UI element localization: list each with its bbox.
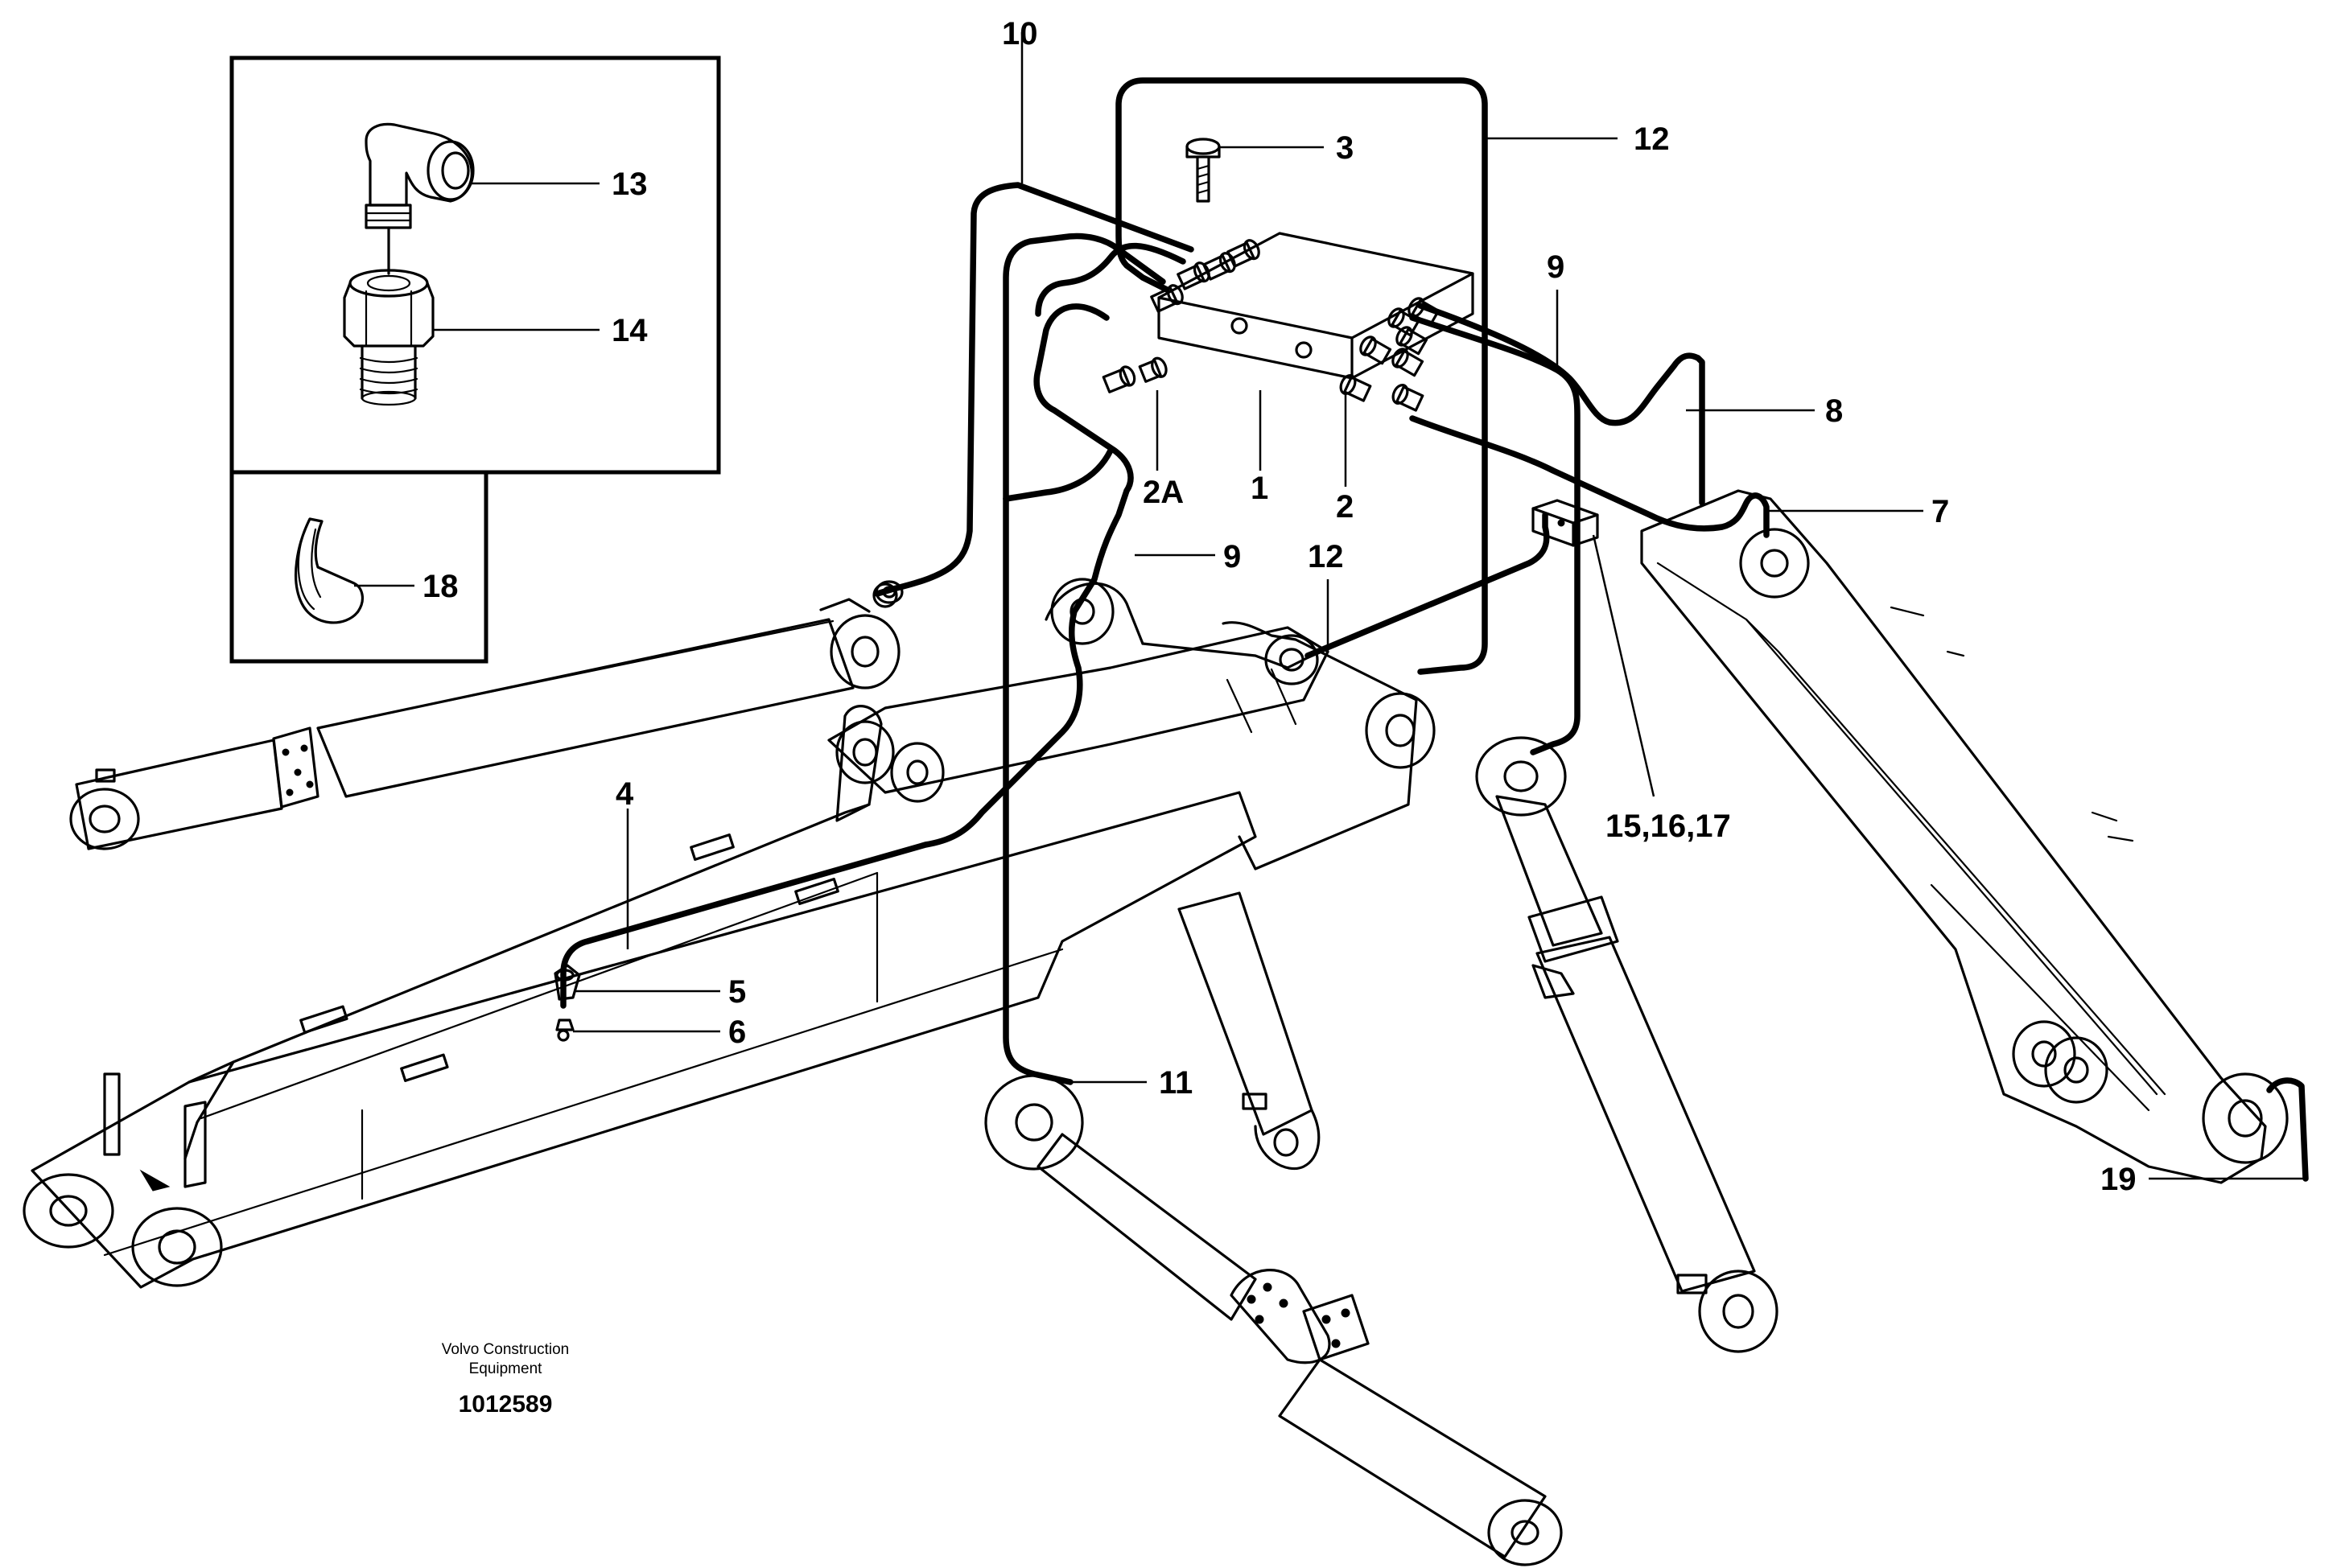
caption-company-line1: Volvo Construction (442, 1341, 569, 1358)
detail-inset-fittings: 13 14 (229, 56, 721, 475)
caption-drawing-number: 1012589 (459, 1391, 553, 1418)
callout-2: 2 (1336, 489, 1354, 525)
fitting-5-6 (554, 964, 581, 1042)
callout-1: 1 (1251, 471, 1268, 506)
hose-12-outer-loop (1115, 77, 1488, 675)
callout-19: 19 (2100, 1162, 2137, 1197)
callout-7: 7 (1931, 494, 1949, 529)
hose-9-upper (1003, 233, 1166, 1085)
callout-12-top: 12 (1634, 121, 1670, 157)
hose-inner-left (1035, 242, 1186, 317)
callout-4: 4 (616, 776, 634, 812)
arm-cylinder-lower (984, 1074, 1563, 1566)
valve-fittings (1102, 239, 1440, 412)
caption-company-line2: Equipment (469, 1360, 543, 1377)
callout-9-center: 9 (1223, 539, 1241, 574)
valve-block (1157, 232, 1474, 380)
callout-15-16-17: 15,16,17 (1605, 809, 1731, 844)
callout-5: 5 (728, 974, 746, 1010)
drawing-caption: Volvo Construction Equipment 1012589 (442, 1341, 569, 1418)
bucket-cylinder-right (1475, 736, 1778, 1353)
main-boom (23, 791, 1257, 1289)
callout-3: 3 (1336, 130, 1354, 166)
fitting-cylinder-left-top (875, 580, 904, 604)
elbow-fitting-illustration (365, 122, 475, 275)
stick-cylinder (1177, 891, 1321, 1171)
callout-2a: 2A (1143, 475, 1184, 510)
hose-8 (1417, 302, 1705, 506)
boom-yoke (827, 578, 1436, 870)
hose-7 (1409, 415, 1770, 538)
hose-to-right-cylinder (1409, 315, 1581, 755)
callout-14: 14 (612, 313, 648, 348)
hose-10 (874, 182, 1194, 597)
callout-9-right: 9 (1547, 249, 1564, 285)
detail-inset-cable-tie: 18 (229, 470, 488, 664)
mounting-bolt (1185, 138, 1221, 203)
callout-6: 6 (728, 1014, 746, 1050)
leader-lines (573, 32, 2306, 1180)
callout-13: 13 (612, 167, 648, 202)
hose-4 (1003, 447, 1114, 502)
hose-19 (2266, 1077, 2309, 1182)
callout-8: 8 (1825, 393, 1843, 429)
boom-cylinder-left (69, 582, 901, 850)
callout-12-center: 12 (1308, 539, 1344, 574)
hose-12-inner (1304, 512, 1550, 659)
callout-11: 11 (1159, 1065, 1193, 1101)
callout-10: 10 (1002, 16, 1038, 51)
hose-9-lower (560, 303, 1134, 1009)
dipper-arm-right (1640, 489, 2289, 1184)
callout-18: 18 (422, 569, 459, 604)
callout-labels: 10 3 12 9 8 7 2A 1 2 9 12 15,16,17 4 5 6… (616, 16, 2137, 1197)
nut-adapter-illustration (343, 269, 435, 406)
